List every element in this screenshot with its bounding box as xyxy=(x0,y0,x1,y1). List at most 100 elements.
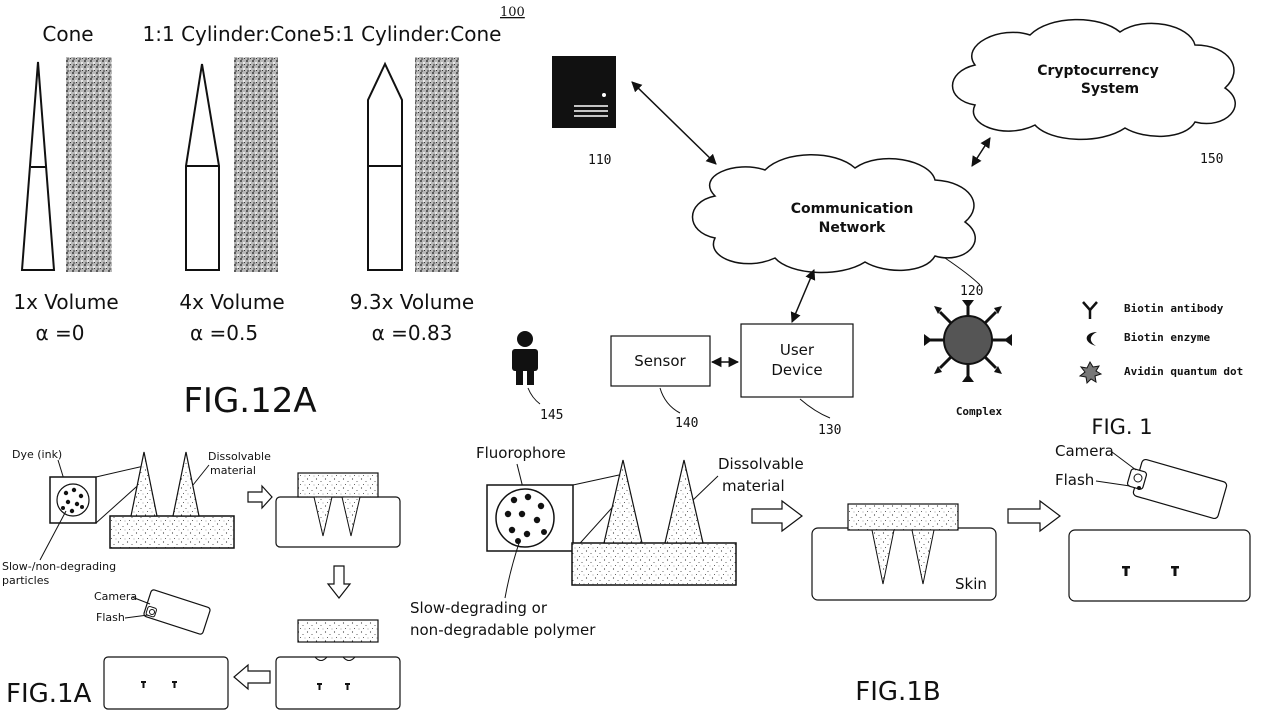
fig1b-flash-leader xyxy=(1095,480,1131,487)
network-cloud xyxy=(691,154,976,274)
fig1a-zoom-line-bottom xyxy=(95,479,145,524)
fig1a-particles-line2: particles xyxy=(2,574,49,587)
fig1b-fluorophore-label: Fluorophore xyxy=(476,444,566,462)
fig1a-label: FIG.1A xyxy=(6,679,92,709)
cone-micrograph xyxy=(66,57,112,272)
legend-biotin-antibody: Biotin antibody xyxy=(1124,302,1224,315)
fig1b-patch-applied xyxy=(847,503,959,531)
user-device-line1: User xyxy=(780,341,815,359)
fig1b-needle-left xyxy=(603,459,643,544)
fig1b-inserted-needle-left xyxy=(871,529,895,585)
fig1b-camera-leader xyxy=(1111,451,1137,471)
fig1b-polymer-line1: Slow-degrading or xyxy=(410,599,548,617)
particles-leader xyxy=(39,510,67,561)
fig1a-needle-left xyxy=(130,451,158,517)
quantum-dot-complex-icon xyxy=(924,300,1012,382)
fig1b-phone-icon xyxy=(1126,458,1228,520)
fig1a-patch-base xyxy=(109,515,235,549)
fig1a-skin-2-dimples xyxy=(314,656,356,661)
fig1a-dissolvable-line2: material xyxy=(210,464,256,477)
biotin-enzyme-icon xyxy=(1086,332,1097,346)
person-icon xyxy=(512,331,538,385)
fig12a-label: FIG.12A xyxy=(183,381,316,421)
fig12a-col2-alpha: α =0.5 xyxy=(190,321,258,345)
fig1b-skin-2-marks xyxy=(1122,566,1179,576)
device-ref: 130 xyxy=(818,423,841,438)
fig1a-particles-line1: Slow-/non-degrading xyxy=(2,560,116,573)
fig1a-phone-icon xyxy=(143,589,211,635)
fig1a-camera-leader xyxy=(131,596,151,605)
device-ref-leader xyxy=(799,398,831,419)
sensor-label: Sensor xyxy=(634,352,686,370)
crypto-network-arrow xyxy=(971,137,991,167)
legend-biotin-enzyme: Biotin enzyme xyxy=(1124,331,1210,344)
crypto-title-line1: Cryptocurrency xyxy=(1037,63,1159,79)
fig1a-inserted-needle-right xyxy=(341,496,361,537)
fig1a-camera-label: Camera xyxy=(94,590,137,603)
fig12a-col1-title: Cone xyxy=(42,22,93,46)
fig1b-polymer-line2: non-degradable polymer xyxy=(410,621,596,639)
fig1a-arrow-right-1 xyxy=(247,484,273,510)
sensor-box xyxy=(610,335,711,387)
person-ref-leader xyxy=(527,387,541,405)
fig1a-skin-3 xyxy=(103,656,229,710)
user-device-box xyxy=(740,323,854,398)
fig12a-col2-volume: 4x Volume xyxy=(179,290,284,314)
fig1b-label: FIG.1B xyxy=(855,677,940,707)
fig1b-arrow-right-1 xyxy=(751,499,803,533)
fig1-ref-number: 100 xyxy=(500,5,525,20)
fig1a-particles xyxy=(61,487,84,514)
fig1a-arrow-left xyxy=(233,663,271,691)
fig1a-dye-label: Dye (ink) xyxy=(12,448,62,461)
fig1a-flash-label: Flash xyxy=(96,611,125,624)
fig1b-skin-2 xyxy=(1068,529,1251,602)
avidin-quantum-dot-icon xyxy=(1078,360,1103,385)
network-title-line2: Network xyxy=(819,220,886,236)
crypto-title-line2: System xyxy=(1081,81,1139,97)
network-device-arrow xyxy=(790,269,816,323)
fig1b-particles xyxy=(504,493,547,544)
cylinder-cone-5-1-micrograph xyxy=(415,57,459,272)
fig1b-dissolvable-line2: material xyxy=(722,477,785,495)
fig1b-dissolvable-leader xyxy=(692,475,719,501)
fig1b-flash-label: Flash xyxy=(1055,471,1094,489)
fig1b-needle-right xyxy=(664,459,704,544)
fig12a-col3-alpha: α =0.83 xyxy=(372,321,453,345)
fig1-panel: 100 110 Cryptocurrency System 150 Commun… xyxy=(500,5,1243,439)
fig1a-dissolvable-line1: Dissolvable xyxy=(208,450,271,463)
fig1b-dissolvable-line1: Dissolvable xyxy=(718,455,804,473)
fig1a-arrow-down xyxy=(326,565,352,599)
crypto-ref: 150 xyxy=(1200,152,1223,167)
fig12a-col1-alpha: α =0 xyxy=(35,321,84,345)
polymer-leader xyxy=(504,539,521,599)
fig12a-col1-volume: 1x Volume xyxy=(13,290,118,314)
fig1b-skin-label: Skin xyxy=(955,575,987,593)
server-network-arrow xyxy=(631,81,717,165)
fig1-label: FIG. 1 xyxy=(1091,415,1152,439)
person-ref: 145 xyxy=(540,408,563,423)
network-ref-leader xyxy=(944,257,981,286)
crypto-cloud xyxy=(951,18,1236,141)
legend-avidin-quantum-dot: Avidin quantum dot xyxy=(1124,365,1243,378)
fig1a-skin-2 xyxy=(275,656,401,710)
network-title-line1: Communication xyxy=(791,201,914,217)
fig1b-camera-label: Camera xyxy=(1055,442,1114,460)
fig1a-patch-removed xyxy=(297,619,379,643)
fig1a-skin-3-marks xyxy=(141,681,177,688)
server-ref: 110 xyxy=(588,153,611,168)
fig1b-inserted-needle-right xyxy=(911,529,935,585)
fig1a-skin-1 xyxy=(275,496,401,548)
fig12a-col3-volume: 9.3x Volume xyxy=(350,290,474,314)
fig1a-skin-2-marks xyxy=(317,683,350,690)
fig1b-panel: Fluorophore Dissolvable material Slow-de… xyxy=(410,442,1251,707)
fig1a-dissolvable-leader xyxy=(192,464,210,486)
fig1b-patch-base xyxy=(571,542,737,586)
sensor-ref: 140 xyxy=(675,416,698,431)
fig12a-col2-title: 1:1 Cylinder:Cone xyxy=(143,22,322,46)
sensor-ref-leader xyxy=(659,387,681,414)
cylinder-cone-1-1-micrograph xyxy=(234,57,278,272)
fig1a-panel: Dye (ink) Slow-/non-degrading particles … xyxy=(2,448,401,710)
biotin-antibody-icon xyxy=(1082,301,1098,319)
fig1b-zoom-line-top xyxy=(572,474,620,486)
